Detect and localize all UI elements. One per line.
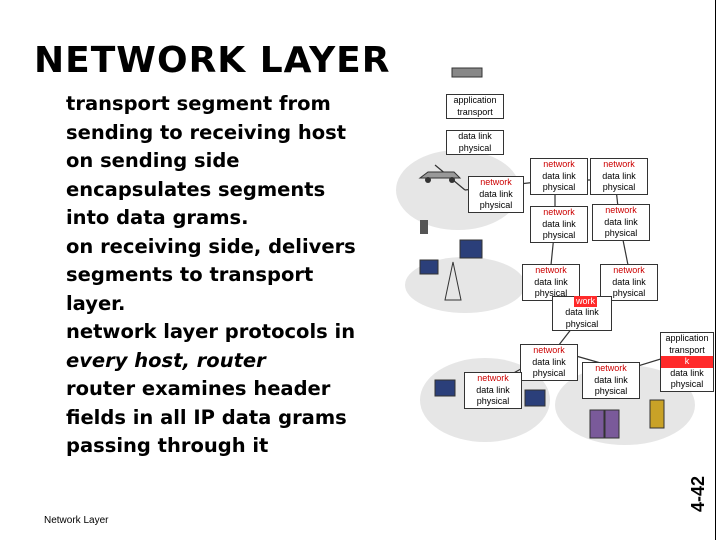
layer-physical: physical [604,228,638,238]
router-stack: network data link physical [530,206,588,243]
laptop-icon [451,67,483,78]
layer-data-link: data link [604,216,638,227]
host-stack-right: application transport k data link physic… [660,332,714,392]
antenna-tower-icon [444,261,462,301]
bullet-line: passing through it [66,434,269,457]
pc-icon [434,379,456,397]
layer-data-link: data link [542,218,576,229]
layer-network: network [543,207,575,217]
layer-physical: physical [542,182,576,192]
layer-physical: physical [534,288,568,298]
layer-physical: physical [532,368,566,378]
bullet-line: layer. [66,291,126,315]
router-stack: network data link physical [468,176,524,213]
pc-icon [419,259,439,275]
right-edge-rule [715,0,716,540]
layer-network: network [535,265,567,275]
router-stack: network data link physical [464,372,522,409]
pc-icon [459,239,483,259]
bullet-line: into data grams. [66,206,249,229]
router-stack: network data link physical [592,204,650,241]
pc-icon [524,389,546,407]
layer-data-link: data link [476,384,510,395]
bullet-line-text: every host, router [66,348,266,372]
layer-data-link: data link [534,276,568,287]
router-stack: network data link physical [530,158,588,195]
bullet-line: transport segment from [66,92,331,115]
bullet-line: on receiving side, delivers [66,234,356,258]
layer-network: network [477,373,509,383]
layer-physical: physical [479,200,513,210]
car-icon [418,171,462,179]
layer-data-link: data link [458,131,492,141]
layer-physical: physical [565,318,599,329]
bullet-line: encapsulates segments [66,177,326,201]
layer-network: network [603,159,635,169]
layer-data-link: data link [670,367,704,378]
layer-data-link: data link [612,276,646,287]
layer-network: network [480,177,512,187]
layer-data-link: data link [532,356,566,367]
bullet-line: network layer protocols in [66,320,356,343]
router-stack: network data link physical [520,344,578,381]
slide-title: NETWORK LAYER [34,40,391,81]
layer-data-link: data link [565,307,599,317]
host-stack-left: application transport [446,94,504,119]
layer-physical: physical [542,230,576,240]
bullet-line: every host, router [66,347,396,376]
layer-data-link: data link [542,170,576,181]
layer-network: network [595,363,627,373]
layer-physical: physical [612,288,646,298]
router-stack-center: data link physical [552,296,612,331]
server-icon [649,399,665,429]
layer-network: network [543,159,575,169]
bullet-line: segments to transport [66,263,314,286]
bullet-list: transport segment from sending to receiv… [66,90,396,461]
router-stack: network data link physical [600,264,658,301]
layer-physical: physical [670,379,704,389]
router-stack: network data link physical [590,158,648,195]
layer-transport: transport [457,106,493,117]
layer-physical: physical [602,182,636,192]
layer-application: application [665,333,709,343]
network-layer-label: work [574,296,598,307]
layer-data-link: data link [479,188,513,199]
layer-physical: physical [458,142,492,153]
layer-network: k [661,356,713,368]
host-stack-left-lower: data link physical [446,130,504,155]
layer-data-link: data link [602,170,636,181]
wheel-icon [449,177,455,183]
layer-physical: physical [594,386,628,396]
bullet-line: router examines header [66,377,331,400]
bullet-line: sending to receiving host [66,120,347,144]
bullet-line: fields in all IP data grams [66,405,347,429]
layer-application: application [453,95,497,105]
layer-physical: physical [476,396,510,406]
server-icon [589,409,605,439]
bullet-line: on sending side [66,149,240,172]
router-stack: network data link physical [582,362,640,399]
layer-transport: transport [669,344,705,355]
page-number: 4-42 [688,475,708,512]
phone-icon [420,220,428,234]
layer-data-link: data link [594,374,628,385]
router-stack: network data link physical [522,264,580,301]
wheel-icon [425,177,431,183]
layer-network: network [613,265,645,275]
footer-text: Network Layer [44,515,109,526]
layer-network: network [605,205,637,215]
layer-network: network [533,345,565,355]
server-icon [604,409,620,439]
